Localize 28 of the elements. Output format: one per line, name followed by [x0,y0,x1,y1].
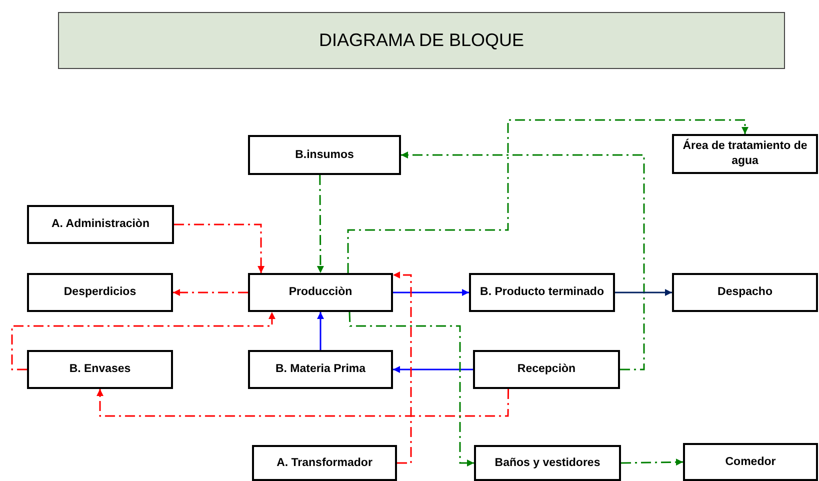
connector-arrow [317,312,324,350]
process-box: Despacho [672,273,818,312]
process-box: Área de tratamiento de agua [672,134,818,174]
connector-arrow [96,389,510,417]
process-box: B. Materia Prima [248,350,393,389]
connector-arrow [393,366,473,373]
process-box: B.insumos [248,135,401,175]
process-box: Desperdicios [27,273,173,312]
connector-arrow [174,224,265,273]
connector-arrow [393,271,412,464]
process-box: B. Producto terminado [469,273,615,312]
title-banner: DIAGRAMA DE BLOQUE [58,12,785,69]
connector-arrow [401,152,645,370]
connector-arrow [316,175,324,273]
connector-arrow [615,289,672,296]
process-box: A. Administraciòn [27,205,174,244]
connector-arrow [393,289,469,296]
connector-arrow [620,458,684,466]
connector-arrow [173,289,248,296]
process-box: Comedor [683,443,818,481]
process-box: Recepciòn [473,350,620,389]
process-box: Baños y vestidores [474,445,621,481]
process-box: A. Transformador [252,445,397,481]
process-box: B. Envases [27,350,173,389]
connector-arrow [348,312,474,466]
connector-arrow [347,119,748,273]
process-box: Producciòn [248,273,393,312]
connector-arrow [11,312,276,370]
